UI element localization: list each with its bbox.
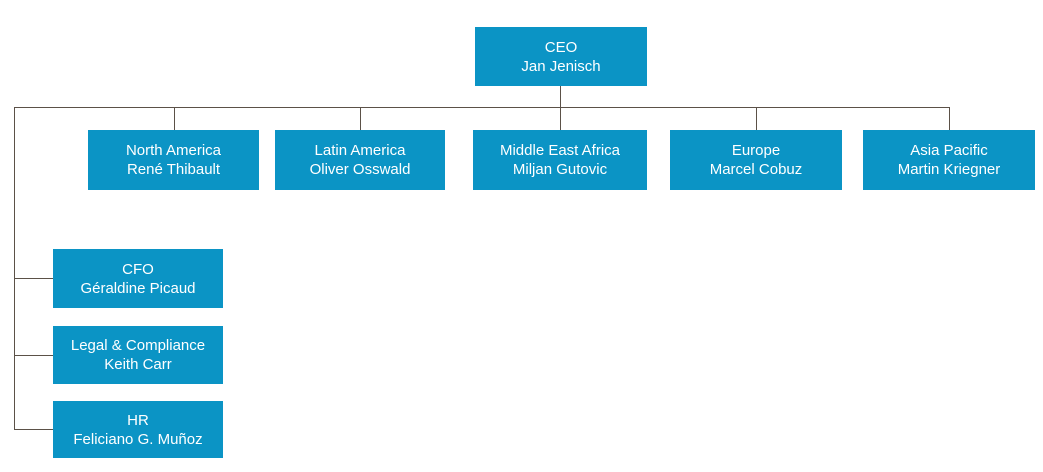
connector-drop-asia-pacific	[949, 107, 950, 130]
org-node-hr: HR Feliciano G. Muñoz	[53, 401, 223, 458]
connector-stub-hr	[14, 429, 53, 430]
person-name: René Thibault	[126, 161, 221, 178]
role-label: Legal & Compliance	[70, 337, 206, 354]
connector-drop-europe	[756, 107, 757, 130]
connector-left-vertical	[14, 107, 15, 429]
connector-drop-latin-america	[360, 107, 361, 130]
connector-ceo-stem	[560, 86, 561, 107]
connector-main-horizontal	[14, 107, 950, 108]
person-name: Jan Jenisch	[521, 57, 601, 75]
role-label: North America	[125, 142, 222, 159]
person-name: Oliver Osswald	[309, 161, 411, 178]
connector-drop-north-america	[174, 107, 175, 130]
role-label: Europe	[731, 142, 781, 159]
person-name: Martin Kriegner	[897, 161, 1001, 178]
person-name: Keith Carr	[104, 356, 172, 373]
role-label: Asia Pacific	[910, 142, 988, 159]
person-name: Marcel Cobuz	[709, 161, 803, 178]
org-node-legal-compliance: Legal & Compliance Keith Carr	[53, 326, 223, 384]
role-label: Middle East Africa	[499, 142, 621, 159]
person-name: Géraldine Picaud	[80, 279, 196, 297]
role-label: CFO	[122, 260, 154, 278]
role-label: CEO	[544, 38, 578, 56]
role-label: HR	[127, 411, 149, 429]
org-node-cfo: CFO Géraldine Picaud	[53, 249, 223, 308]
org-node-asia-pacific: Asia Pacific Martin Kriegner	[863, 130, 1035, 190]
person-name: Miljan Gutovic	[512, 161, 608, 178]
connector-stub-legal-compliance	[14, 355, 53, 356]
org-node-north-america: North America René Thibault	[88, 130, 259, 190]
org-node-latin-america: Latin America Oliver Osswald	[275, 130, 445, 190]
org-node-middle-east-africa: Middle East Africa Miljan Gutovic	[473, 130, 647, 190]
connector-stub-cfo	[14, 278, 53, 279]
person-name: Feliciano G. Muñoz	[73, 430, 203, 448]
connector-drop-middle-east-africa	[560, 107, 561, 130]
org-node-ceo: CEO Jan Jenisch	[475, 27, 647, 86]
role-label: Latin America	[314, 142, 406, 159]
org-node-europe: Europe Marcel Cobuz	[670, 130, 842, 190]
